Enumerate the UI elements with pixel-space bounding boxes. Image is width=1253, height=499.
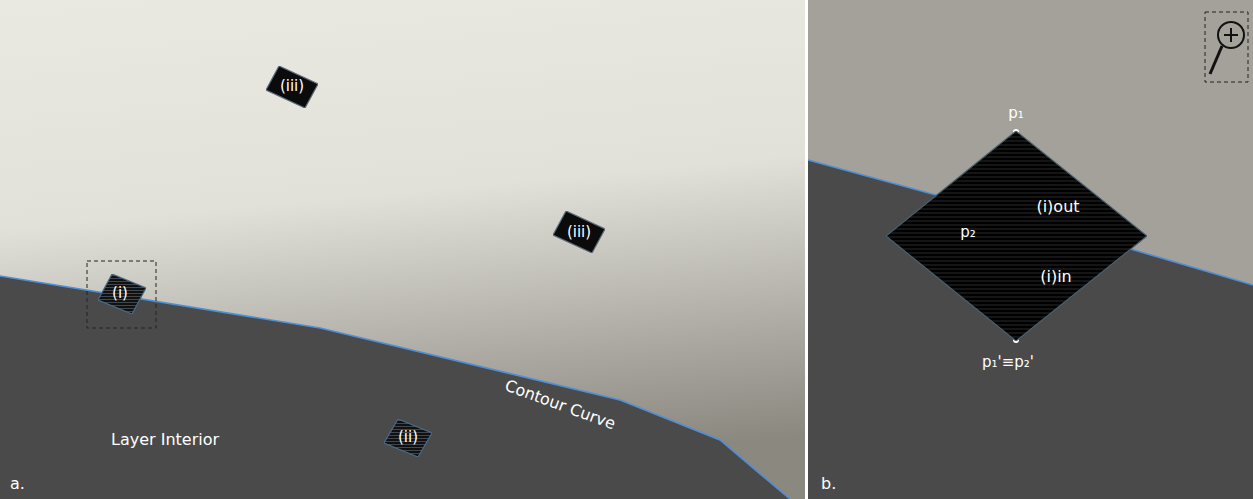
point-label: p₂ [960, 224, 976, 241]
diamond-outline [886, 131, 1147, 341]
point-dot [985, 210, 991, 216]
point-dot [1013, 337, 1019, 343]
panel-letter: b. [821, 475, 836, 493]
distance-line [988, 132, 1016, 213]
region-label: (ii) [398, 429, 418, 446]
region-label: (i)in [1040, 268, 1072, 286]
region-diamond: (i) [98, 274, 146, 314]
panel-letter: a. [10, 475, 25, 493]
region-diamond: (iii) [266, 66, 318, 108]
region-diamond: (iii) [553, 211, 605, 253]
region-label: (i) [112, 285, 128, 302]
contour-curve [808, 160, 1253, 285]
region-diamond: (ii) [384, 419, 432, 457]
point-dot [1013, 129, 1019, 135]
point-label: p₁ [1008, 105, 1024, 122]
point-label: p₁'≡p₂' [982, 354, 1034, 371]
region-diamond: (i)out (i)in [886, 131, 1147, 341]
region-label: (iii) [567, 224, 591, 241]
region-label: Layer Interior [111, 431, 219, 449]
region-label: (i)out [1036, 198, 1079, 216]
region-label: (iii) [280, 78, 304, 95]
